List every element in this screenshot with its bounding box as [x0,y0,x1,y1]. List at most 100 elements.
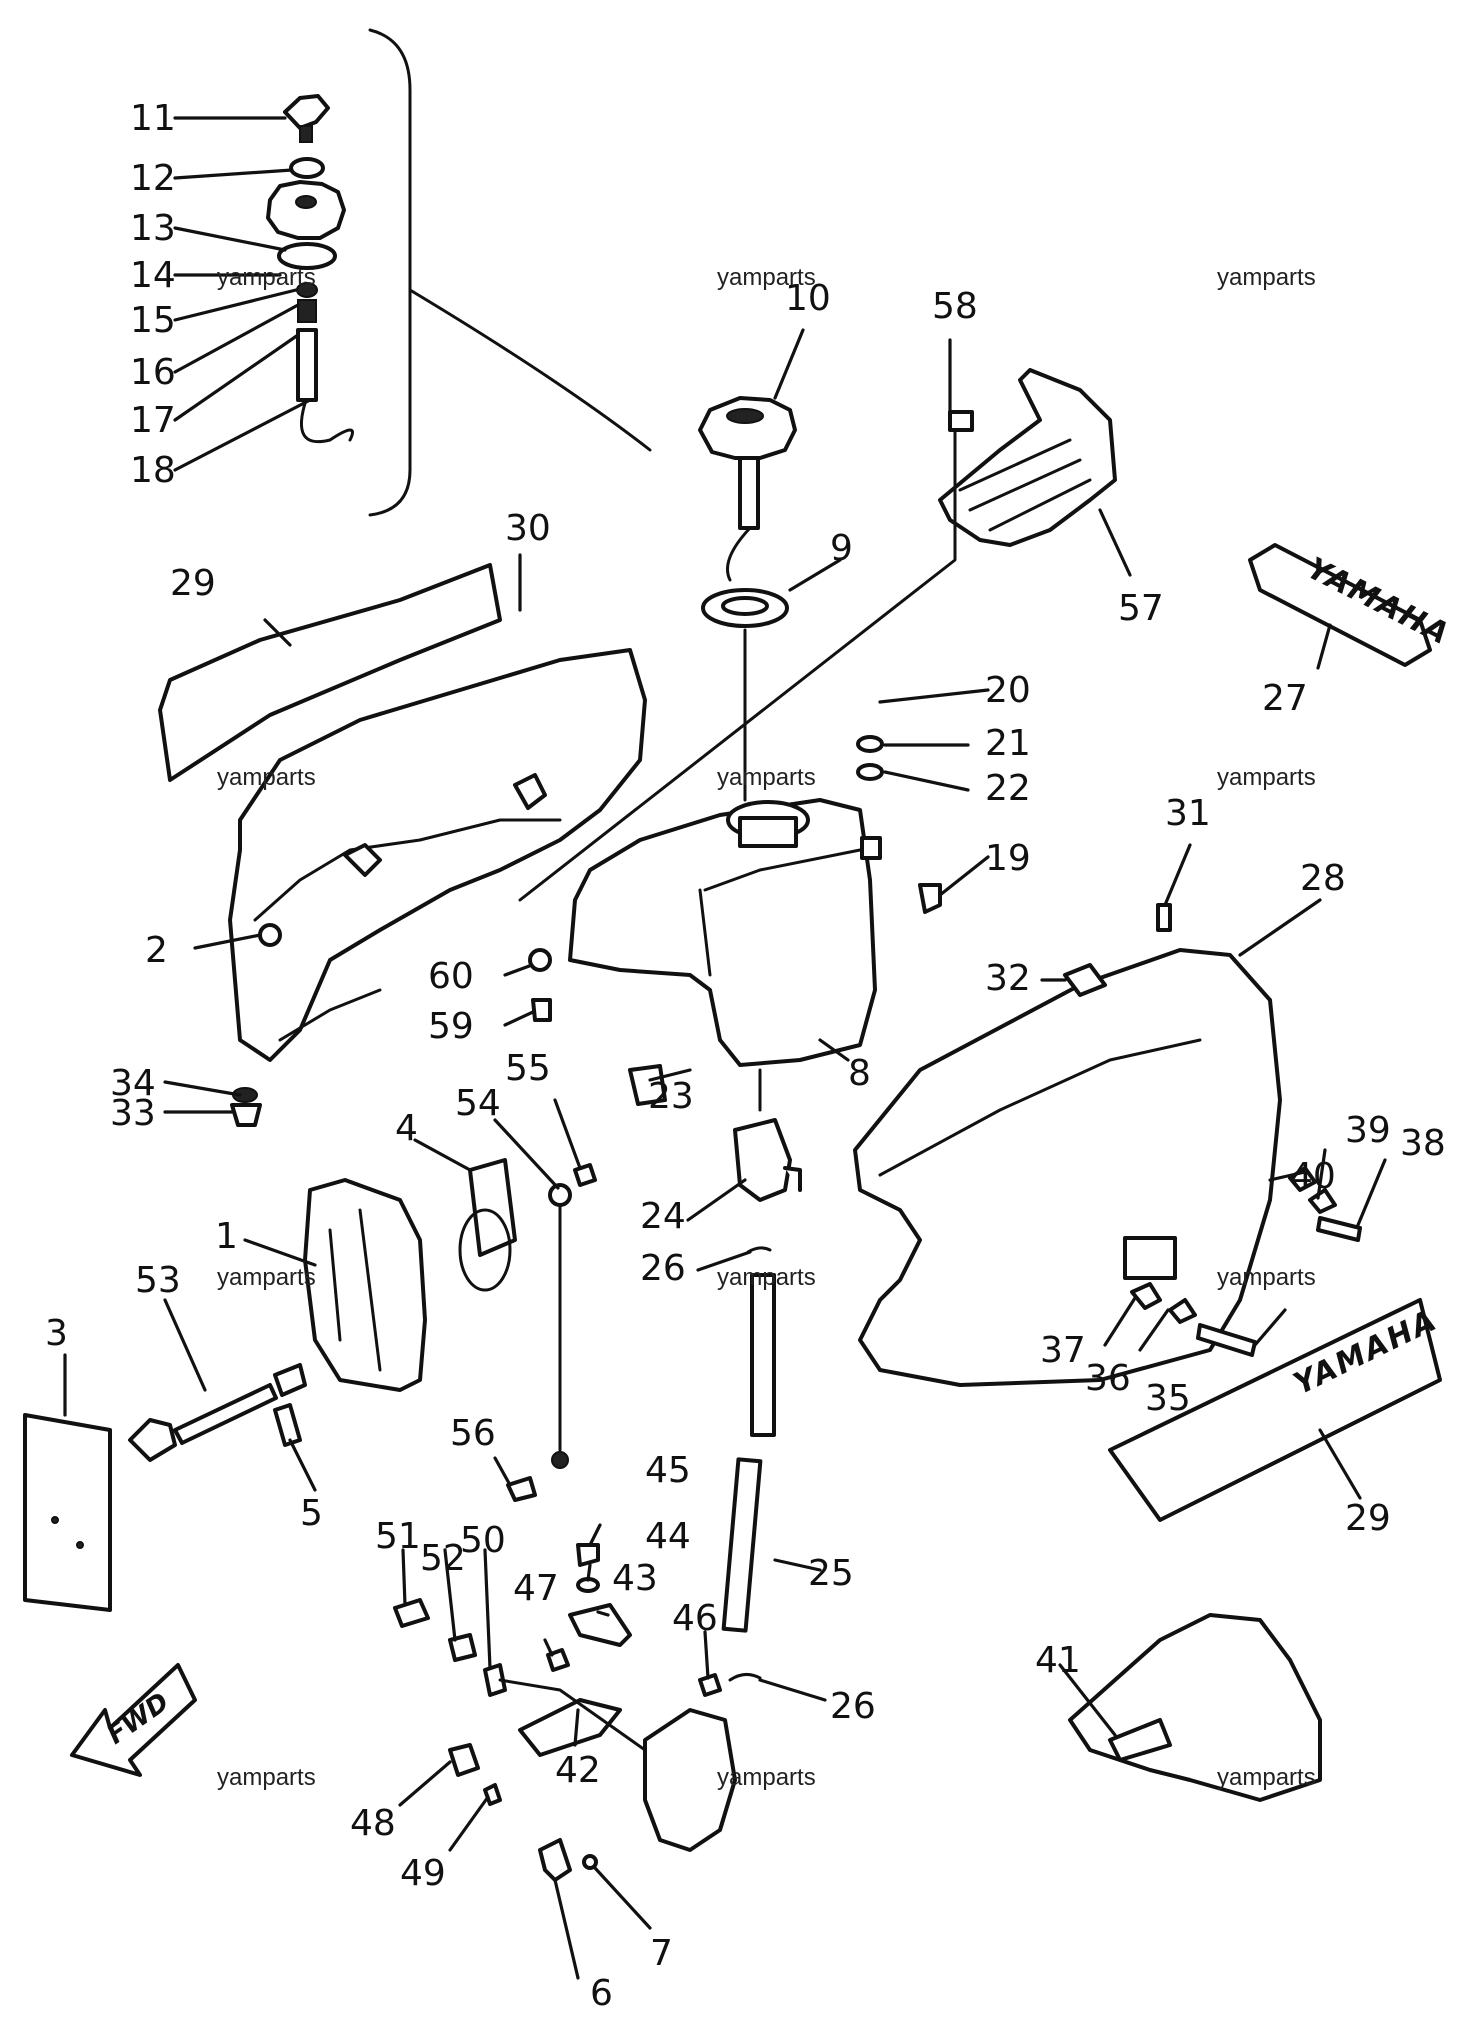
watermark: yamparts [217,1764,316,1791]
callout-58: 58 [932,286,978,327]
linkage-group [393,1543,737,1882]
part-46-clip [698,1673,722,1697]
lower-cover-group [1068,1613,1322,1802]
part-31-screw [1156,903,1172,932]
callout-18: 18 [130,450,176,491]
fuel-cap-main-group [698,396,797,802]
part-24-handle [783,1166,802,1192]
part-3-plate [23,1413,112,1612]
callout-13: 13 [130,208,176,249]
callout-14: 14 [130,255,176,296]
callout-40: 40 [1290,1156,1336,1197]
part-33-bolt [230,1103,262,1127]
part-9-grommet-hole [721,596,769,616]
callout-44: 44 [645,1516,691,1557]
callout-5: 5 [300,1493,323,1534]
fuel-line-group [721,1068,802,1682]
callout-30: 30 [505,508,551,549]
callout-50: 50 [460,1520,506,1561]
part-43-arm [568,1603,632,1647]
part-1-bracket-edges [328,1208,382,1372]
part-29-decal-right [1108,1298,1442,1522]
part-37-grommet [1130,1282,1162,1310]
callout-49: 49 [400,1853,446,1894]
part-48-knob [448,1743,480,1777]
callout-27: 27 [1262,678,1308,719]
part-53-tip [273,1363,307,1397]
callout-11: 11 [130,98,176,139]
part-52-spring [448,1633,477,1662]
callout-2: 2 [145,930,168,971]
part-5-bolt [273,1403,302,1447]
part-10-cap-slot [726,408,764,424]
cap-tether-line [408,288,652,452]
callout-36: 36 [1085,1358,1131,1399]
part-32-clip [1063,963,1107,997]
callout-31: 31 [1165,793,1211,834]
callout-9: 9 [830,528,853,569]
callout-48: 48 [350,1803,396,1844]
part-40-grommet [1288,1166,1317,1192]
callout-56: 56 [450,1413,496,1454]
part-20-nut [860,836,882,860]
part-2-grommet [258,923,282,947]
part-10-strainer [738,456,760,530]
fwd-arrow [70,1663,197,1777]
part-26-clip-lower [728,1673,762,1682]
part-6-fitting [538,1838,572,1882]
callout-54: 54 [455,1083,501,1124]
callout-43: 43 [612,1558,658,1599]
callout-41: 41 [1035,1640,1081,1681]
part-3-hole-a [51,1516,59,1524]
bracket-leader-long [518,428,957,902]
part-4-ring [458,1208,512,1292]
part-53-shaft [173,1383,278,1445]
watermark: yamparts [217,764,316,791]
callout-45: 45 [645,1450,691,1491]
callout-37: 37 [1040,1330,1086,1371]
part-30-inner-lines [253,818,562,1042]
part-10-cap [698,396,797,460]
part-23-damper [628,1064,667,1106]
callout-21: 21 [985,723,1031,764]
part-30-cover [228,648,647,1062]
callout-25: 25 [808,1553,854,1594]
part-11-shaft [299,125,313,143]
callout-4: 4 [395,1108,418,1149]
part-49-bolt [483,1783,502,1806]
part-60-grommet [528,948,552,972]
part-45-bolt [576,1543,600,1567]
watermark: yamparts [717,1264,816,1291]
part-17-strainer [296,328,318,402]
part-36-washer [1168,1298,1197,1324]
callout-29-right: 29 [1345,1498,1391,1539]
part-11-screw-knob [283,94,330,130]
callout-55: 55 [505,1048,551,1089]
mount-bracket-group [23,1158,597,1612]
part-53-knob [128,1418,177,1462]
callout-53: 53 [135,1260,181,1301]
callout-22: 22 [985,768,1031,809]
callout-51: 51 [375,1516,421,1557]
callout-38: 38 [1400,1123,1446,1164]
part-38-bolt [1316,1216,1362,1242]
part-8-tank-edges [698,848,862,977]
part-24-fuel-cock [733,1118,792,1202]
callout-57: 57 [1118,588,1164,629]
callout-60: 60 [428,956,474,997]
watermark: yamparts [1217,1264,1316,1291]
callout-34: 34 [110,1063,156,1104]
part-27-emblem-band [1248,543,1432,667]
top-bracket-group [518,368,1117,902]
callout-3: 3 [45,1313,68,1354]
part-12-washer [289,157,325,179]
callout-26-lower: 26 [830,1686,876,1727]
watermarks: yamparts yamparts yamparts yamparts yamp… [217,264,1316,1791]
watermark: yamparts [717,764,816,791]
watermark: yamparts [717,264,816,291]
carburetor-body [643,1708,737,1852]
watermark: yamparts [717,1764,816,1791]
callout-12: 12 [130,158,176,199]
callout-16: 16 [130,352,176,393]
